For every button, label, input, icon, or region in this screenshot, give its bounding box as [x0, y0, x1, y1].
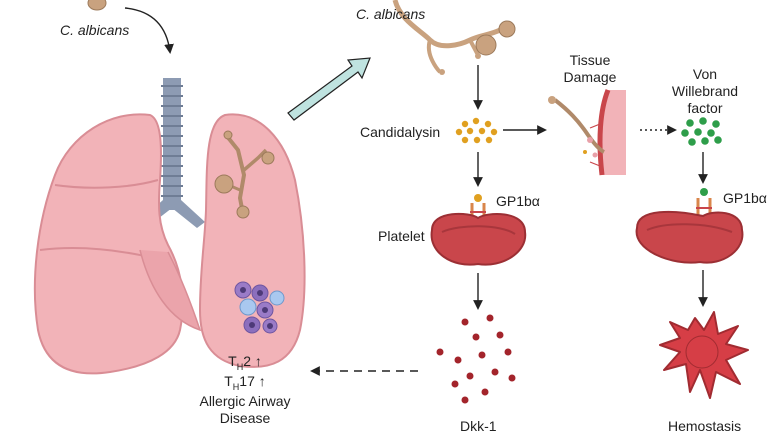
left-lung-icon: [33, 113, 184, 375]
label-th2-t: T: [228, 353, 237, 369]
label-gp1b-right: GP1bα: [723, 190, 767, 206]
c-albicans-fragment-icon: [87, 0, 107, 11]
immune-cells-cluster-icon: [234, 281, 285, 334]
label-vwf-line2: Willebrand: [671, 83, 739, 99]
label-allergic-airway: Allergic Airway Disease: [185, 393, 305, 427]
label-c-albicans-left: C. albicans: [60, 22, 130, 38]
teal-arrow-to-pathway: [287, 57, 371, 121]
label-th17-t: T: [224, 373, 233, 389]
label-tissue-damage-line1: Tissue: [569, 52, 611, 68]
label-candidalysin: Candidalysin: [360, 124, 441, 140]
label-th17: TH17 ↑: [190, 373, 300, 396]
label-th2: TH2 ↑: [190, 353, 300, 376]
label-hemostasis: Hemostasis: [668, 418, 742, 434]
label-platelet: Platelet: [378, 228, 425, 244]
label-allergic-line1: Allergic Airway: [199, 393, 291, 409]
label-c-albicans-top: C. albicans: [356, 6, 426, 22]
label-vwf: Von Willebrand factor: [665, 66, 745, 117]
c-albicans-hyphae-icon: [392, 0, 516, 75]
label-tissue-damage-line2: Damage: [563, 69, 617, 85]
curved-arrow-to-lungs: [124, 7, 174, 54]
lungs-illustration: [33, 78, 306, 375]
label-vwf-line1: Von: [692, 66, 718, 82]
label-gp1b-left: GP1bα: [496, 193, 540, 209]
dkk1-dots: [436, 314, 516, 404]
label-th17-rest: 17 ↑: [239, 373, 266, 389]
label-th2-sub: H: [236, 361, 244, 372]
candidalysin-dots: [455, 117, 498, 144]
activated-platelet-icon: [659, 311, 749, 399]
label-th17-sub: H: [232, 381, 240, 392]
vwf-dots: [681, 117, 722, 146]
platelet-left-icon: [430, 212, 527, 266]
label-th2-rest: 2 ↑: [243, 353, 262, 369]
c-albicans-in-lung-icon: [214, 130, 275, 219]
label-dkk1: Dkk-1: [460, 418, 497, 434]
label-tissue-damage: Tissue Damage: [555, 52, 625, 86]
label-vwf-line3: factor: [687, 100, 723, 116]
label-allergic-line2: Disease: [219, 410, 271, 426]
platelet-right-icon: [635, 210, 744, 264]
tissue-damage-icon: [548, 89, 626, 176]
